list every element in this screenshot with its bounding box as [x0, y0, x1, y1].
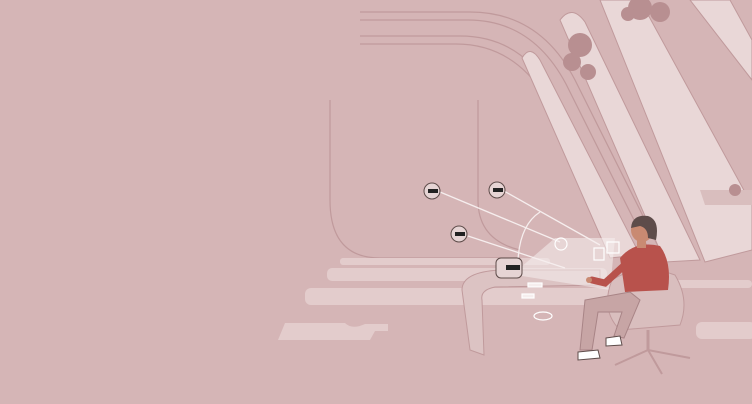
- projector-icon: [495, 257, 523, 279]
- hologram-elements: [521, 237, 620, 321]
- person: [577, 215, 669, 361]
- ceiling-arches: [329, 11, 661, 259]
- camera-icon: [488, 181, 506, 199]
- camera-beams: [439, 190, 601, 269]
- camera-icon: [423, 182, 441, 200]
- camera-icon: [450, 225, 468, 243]
- foliage: [563, 0, 741, 196]
